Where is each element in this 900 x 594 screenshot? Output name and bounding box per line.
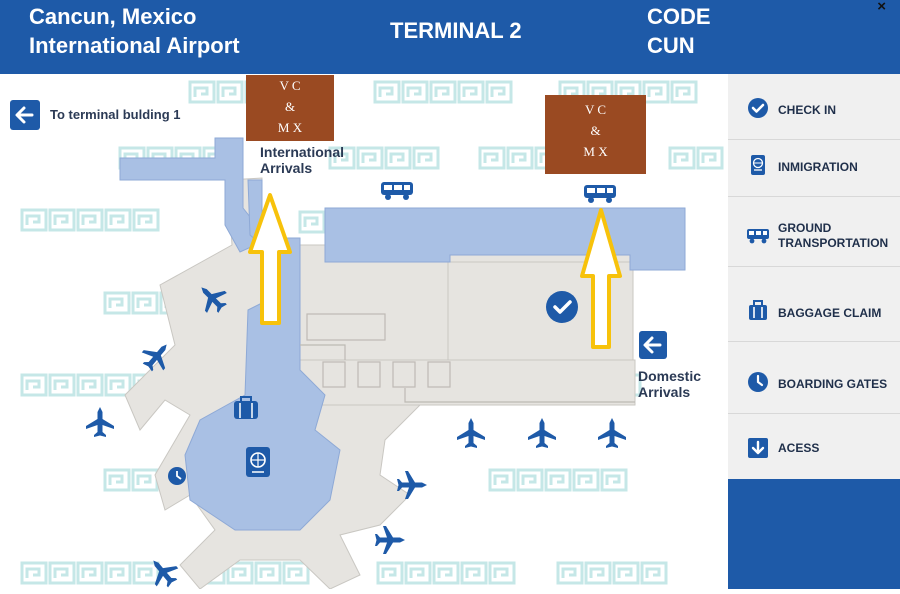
sidebar-item-boarding-gates[interactable]: BOARDING GATES <box>728 351 900 414</box>
check-in-map-icon <box>546 291 578 323</box>
code-label: CODE <box>647 4 711 29</box>
plane-icon <box>86 407 114 437</box>
sidebar-item-label: TRANSPORTATION <box>778 236 889 250</box>
sidebar-item-label: ACESS <box>778 441 820 455</box>
sidebar-item-access[interactable]: ACESS <box>728 417 900 479</box>
international-arrivals-label-2: Arrivals <box>260 160 313 176</box>
international-arrivals-arrow <box>248 193 292 325</box>
close-button[interactable]: × <box>877 0 886 15</box>
sidebar-item-check-in[interactable]: CHECK IN <box>728 77 900 140</box>
badge-line1: V C <box>279 78 301 93</box>
passport-icon <box>751 155 765 175</box>
back-to-terminal-1-link[interactable]: To terminal bulding 1 <box>50 107 181 122</box>
badge-line3: M X <box>583 144 608 159</box>
code-value: CUN <box>647 33 695 58</box>
immigration-map-icon <box>246 447 270 477</box>
back-arrow-icon[interactable] <box>10 100 40 130</box>
map-canvas <box>10 80 724 593</box>
plane-icon <box>375 526 405 554</box>
sidebar-item-label: GROUND <box>778 221 832 235</box>
international-arrivals-label-1: International <box>260 144 345 160</box>
ground-transportation-map-icon <box>381 182 413 200</box>
ground-transportation-map-icon <box>584 185 616 203</box>
baggage-claim-map-icon <box>234 396 258 419</box>
boarding-gates-map-icon <box>168 467 186 485</box>
vc-mx-badge: V C & M X <box>545 95 646 174</box>
sidebar-item-baggage-claim[interactable]: BAGGAGE CLAIM <box>728 279 900 342</box>
plane-icon <box>598 418 626 448</box>
sidebar: CHECK IN INMIGRATION GROUND TRANSPORTATI… <box>728 74 900 589</box>
van-icon <box>747 229 769 244</box>
header-bar: Cancun, Mexico International Airport TER… <box>0 0 900 74</box>
terminal-title: TERMINAL 2 <box>390 18 522 43</box>
plane-icon <box>457 418 485 448</box>
terminal-map: To terminal bulding 1 International Arri… <box>0 74 728 593</box>
sidebar-item-label: BAGGAGE CLAIM <box>778 306 882 320</box>
vc-mx-badge: V C & M X <box>246 75 334 141</box>
badge-line1: V C <box>584 102 607 117</box>
domestic-arrivals-arrow <box>580 208 622 349</box>
sidebar-footer-panel <box>728 479 900 589</box>
domestic-arrivals-label-1: Domestic <box>638 368 702 384</box>
sidebar-item-label: BOARDING GATES <box>778 377 888 391</box>
badge-line2: & <box>590 123 601 138</box>
plane-icon <box>528 418 556 448</box>
domestic-arrivals-icon <box>639 331 667 359</box>
luggage-icon <box>749 300 767 320</box>
sidebar-item-immigration[interactable]: INMIGRATION <box>728 134 900 197</box>
domestic-arrivals-label-2: Arrivals <box>638 384 691 400</box>
clock-icon <box>748 372 768 392</box>
arrow-down-icon <box>748 438 768 458</box>
badge-line3: M X <box>277 120 303 135</box>
sidebar-item-label: INMIGRATION <box>778 160 858 174</box>
airport-name-line2: International Airport <box>29 33 240 58</box>
interior-rooms <box>300 313 635 403</box>
sidebar-item-ground-transportation[interactable]: GROUND TRANSPORTATION <box>728 204 900 267</box>
check-circle-icon <box>748 98 768 118</box>
badge-line2: & <box>284 99 296 114</box>
sidebar-item-label: CHECK IN <box>778 103 837 117</box>
airport-name-line1: Cancun, Mexico <box>29 4 197 29</box>
